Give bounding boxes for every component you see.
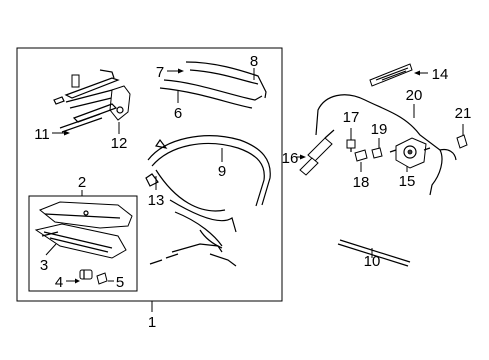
subassembly-frame xyxy=(28,195,138,292)
callout-10: 10 xyxy=(364,253,381,270)
callout-13: 13 xyxy=(148,192,165,209)
callout-5: 5 xyxy=(116,274,124,291)
arrow-11 xyxy=(64,130,70,136)
part-21 xyxy=(456,134,468,149)
arrow-16 xyxy=(300,154,306,160)
part-motor xyxy=(389,137,431,169)
part-weatherstrips xyxy=(159,61,267,109)
part-rail xyxy=(337,239,411,267)
callout-12: 12 xyxy=(111,135,128,152)
callout-8: 8 xyxy=(250,53,258,70)
callout-6: 6 xyxy=(174,105,182,122)
part-strut xyxy=(299,129,335,176)
callout-2: 2 xyxy=(78,174,86,191)
callout-20: 20 xyxy=(406,87,423,104)
arrow-14 xyxy=(414,70,420,76)
callout-18: 18 xyxy=(353,174,370,191)
part-bolt-18 xyxy=(354,149,368,162)
callout-19: 19 xyxy=(371,121,388,138)
callout-14: 14 xyxy=(432,66,449,83)
part-top-frame xyxy=(145,135,271,267)
part-14 xyxy=(369,63,413,87)
part-4 xyxy=(79,269,93,280)
part-bolt-17 xyxy=(346,139,356,152)
assembly-frame xyxy=(16,47,283,302)
callout-4: 4 xyxy=(55,274,63,291)
callout-1: 1 xyxy=(148,314,156,331)
arrow-7 xyxy=(178,68,184,74)
leader-3 xyxy=(45,243,57,256)
callout-21: 21 xyxy=(455,105,472,122)
callout-16: 16 xyxy=(282,150,299,167)
callout-11: 11 xyxy=(34,126,50,143)
part-cable xyxy=(315,94,457,196)
callout-3: 3 xyxy=(40,257,48,274)
part-hinge-kit xyxy=(53,69,131,133)
callout-7: 7 xyxy=(156,64,164,81)
callout-17: 17 xyxy=(343,109,360,126)
callout-15: 15 xyxy=(399,173,416,190)
part-bolt-19 xyxy=(371,147,383,159)
callout-9: 9 xyxy=(218,163,226,180)
part-tonneau-cover xyxy=(34,201,133,259)
part-5 xyxy=(96,272,108,285)
arrow-4 xyxy=(75,278,80,284)
